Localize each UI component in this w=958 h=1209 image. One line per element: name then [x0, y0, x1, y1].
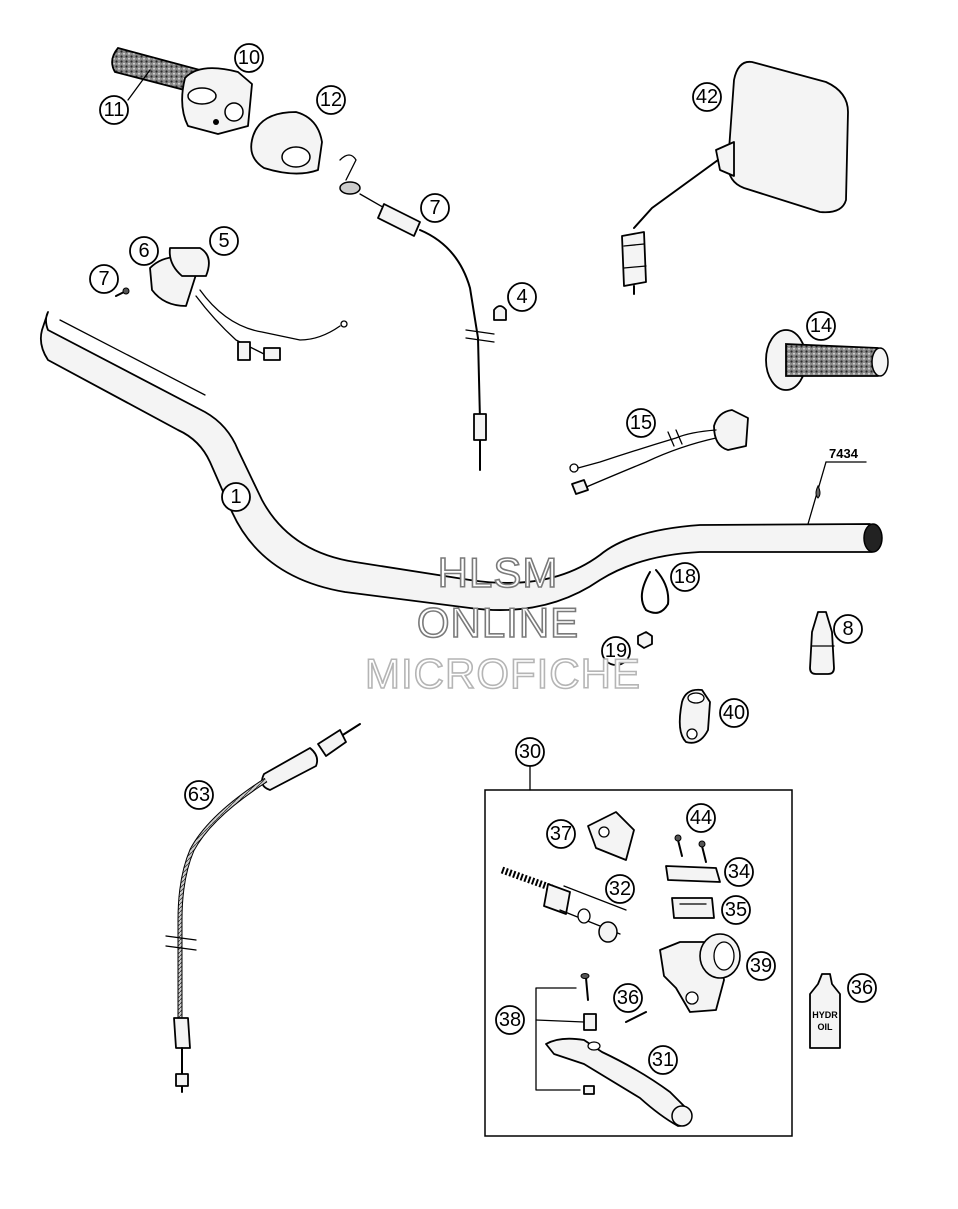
- svg-text:63: 63: [188, 784, 210, 806]
- svg-text:7434: 7434: [829, 446, 859, 461]
- callout-12: 12: [316, 85, 346, 115]
- svg-text:5: 5: [218, 230, 229, 252]
- throttle-grip: [111, 46, 253, 135]
- left-grip: [765, 329, 889, 391]
- braided-hose: [165, 723, 361, 1093]
- callout-40: 40: [719, 698, 749, 728]
- nut: [637, 631, 653, 649]
- svg-text:35: 35: [725, 899, 747, 921]
- callout-37: 37: [546, 819, 576, 849]
- master-cylinder-kit-frame: [484, 789, 793, 1137]
- screws-44: [674, 834, 707, 863]
- callout-8: 8: [833, 614, 863, 644]
- rubber-cap: [493, 305, 507, 321]
- callout-7: 7: [89, 264, 119, 294]
- callout-10: 10: [234, 43, 264, 73]
- svg-text:37: 37: [550, 823, 572, 845]
- callout-44: 44: [686, 803, 716, 833]
- callout-14: 7: [420, 193, 450, 223]
- svg-text:38: 38: [499, 1009, 521, 1031]
- callout-34: 35: [721, 895, 751, 925]
- callout-1: 1: [221, 482, 251, 512]
- master-cylinder-body: [659, 933, 741, 1013]
- svg-text:18: 18: [674, 566, 696, 588]
- svg-text:14: 14: [810, 315, 832, 337]
- callout-5: 5: [209, 226, 239, 256]
- svg-text:44: 44: [690, 807, 712, 829]
- callout-18: 18: [670, 562, 700, 592]
- svg-text:7: 7: [429, 197, 440, 219]
- callout-11: 11: [99, 95, 129, 125]
- diaphragm: [671, 897, 715, 919]
- callout-19: 19: [601, 636, 631, 666]
- callout-38: 38: [495, 1005, 525, 1035]
- pivot-hardware: [535, 973, 597, 1095]
- svg-text:36: 36: [617, 987, 639, 1009]
- switch-clamp: [149, 247, 348, 361]
- piston-kit: [500, 866, 627, 943]
- svg-text:4: 4: [516, 286, 527, 308]
- bottle-label-2: OIL: [818, 1022, 834, 1032]
- svg-text:15: 15: [630, 412, 652, 434]
- svg-text:39: 39: [750, 955, 772, 977]
- svg-text:7: 7: [98, 268, 109, 290]
- throttle-housing-cover: [250, 111, 323, 175]
- callout-36: 36: [847, 973, 877, 1003]
- svg-text:42: 42: [696, 86, 718, 108]
- adjuster-screw: [625, 1011, 647, 1023]
- reservoir-cover: [665, 865, 721, 883]
- screw-7: [115, 287, 130, 297]
- svg-text:19: 19: [605, 640, 627, 662]
- svg-text:30: 30: [519, 741, 541, 763]
- svg-text:10: 10: [238, 47, 260, 69]
- light-switch: [569, 409, 749, 495]
- brake-lever: [545, 1037, 693, 1127]
- callout-4: 4: [507, 282, 537, 312]
- svg-text:36: 36: [851, 977, 873, 999]
- hydraulic-oil-bottle: HYDR OIL: [809, 973, 841, 1049]
- callout-42: 42: [692, 82, 722, 112]
- callout-15: 15: [626, 408, 656, 438]
- callout-35: 36: [613, 983, 643, 1013]
- svg-text:11: 11: [104, 99, 125, 121]
- kill-switch-cable: [339, 154, 495, 471]
- mirror-mount-clamp: [678, 688, 711, 744]
- callout-39: 39: [746, 951, 776, 981]
- watermark-line-2: ONLINE: [417, 599, 579, 646]
- part-number-7434: 7434: [807, 446, 867, 525]
- callout-6: 6: [129, 236, 159, 266]
- svg-text:8: 8: [842, 618, 853, 640]
- leader-11: [127, 69, 151, 101]
- svg-text:12: 12: [320, 89, 342, 111]
- svg-text:34: 34: [728, 861, 750, 883]
- svg-text:32: 32: [609, 878, 631, 900]
- watermark-line-3: MICROFICHE: [365, 650, 641, 697]
- cable-tie: [640, 569, 670, 614]
- callout-63: 63: [184, 780, 214, 810]
- clamp-37: [587, 811, 635, 861]
- callout-32: 32: [605, 874, 635, 904]
- handlebar: [39, 311, 883, 611]
- callout-label: 1: [230, 486, 241, 508]
- callout-30: 30: [515, 737, 545, 767]
- sealant-bottle: [809, 611, 835, 675]
- svg-text:6: 6: [138, 240, 149, 262]
- bottle-label-1: HYDR: [812, 1010, 838, 1020]
- svg-text:40: 40: [723, 702, 745, 724]
- callout-31: 31: [648, 1045, 678, 1075]
- watermark: HLSM ONLINE MICROFICHE: [364, 548, 641, 698]
- callout-17: 14: [806, 311, 836, 341]
- watermark-line-1: HLSM: [438, 549, 559, 596]
- callout-33: 34: [724, 857, 754, 887]
- svg-text:31: 31: [652, 1049, 674, 1071]
- mirror: [621, 60, 849, 295]
